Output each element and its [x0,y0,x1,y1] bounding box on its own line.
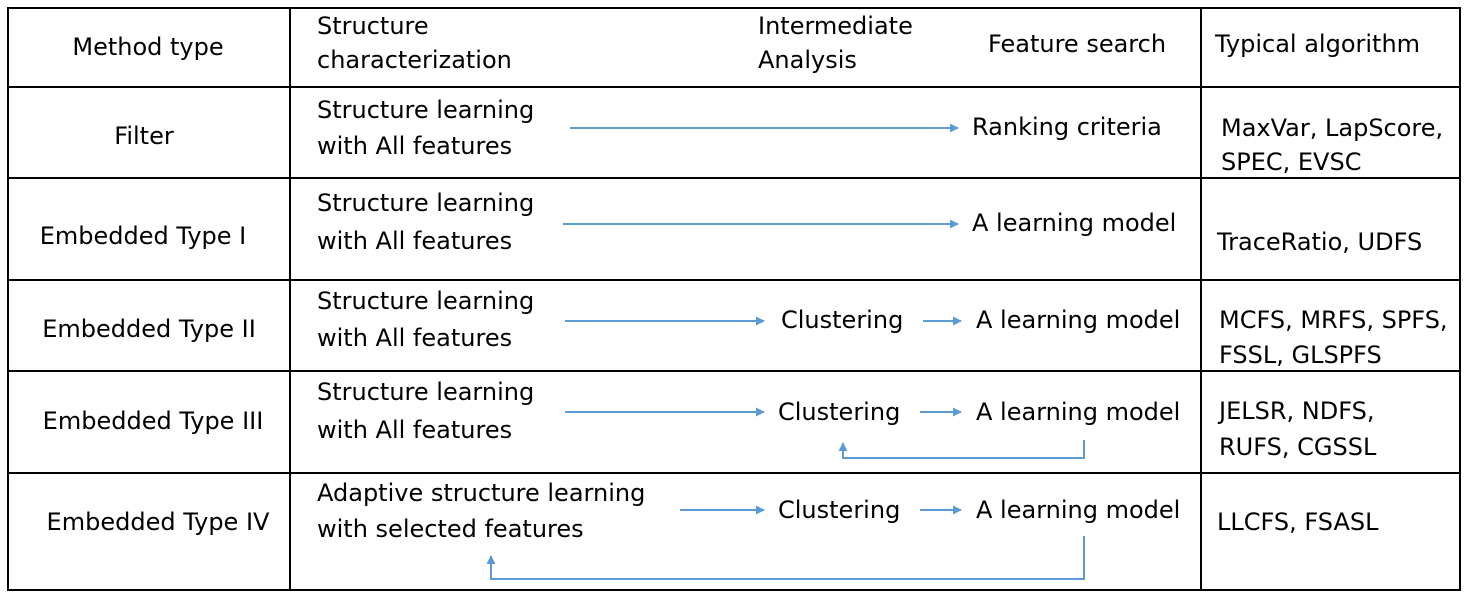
header-method-type: Method type [72,33,224,61]
row-structure-line1: Structure learning [317,189,535,217]
column-divider [289,7,291,591]
row-intermediate-label: Clustering [778,496,901,524]
row-algorithms-line1: MCFS, MRFS, SPFS, [1219,306,1448,334]
feedback-arrow-to-clustering [838,440,1085,459]
row-divider [7,177,1461,179]
row-search-label: A learning model [976,306,1181,334]
header-intermediate-line2: Analysis [758,46,857,74]
row-search-label: A learning model [976,398,1181,426]
header-typical-algorithm: Typical algorithm [1215,30,1421,58]
row-structure-line2: with All features [317,416,513,444]
row-divider [7,86,1461,88]
row-structure-line1: Structure learning [317,287,535,315]
row-structure-line2: with All features [317,227,513,255]
row-algorithms-line1: MaxVar, LapScore, [1221,114,1444,142]
row-search-label: A learning model [972,209,1177,237]
header-intermediate-line1: Intermediate [758,12,913,40]
row-algorithms-line1: TraceRatio, UDFS [1217,228,1423,256]
row-structure-line2: with All features [317,324,513,352]
row-divider [7,279,1461,281]
row-search-label: Ranking criteria [972,113,1162,141]
row-intermediate-label: Clustering [778,398,901,426]
row-algorithms-line1: LLCFS, FSASL [1217,508,1379,536]
row-method-label: Embedded Type IV [46,508,270,536]
row-method-label: Embedded Type III [42,407,264,435]
row-structure-line2: with All features [317,132,513,160]
row-method-label: Filter [114,122,174,150]
row-algorithms-line2: SPEC, EVSC [1221,148,1362,176]
table-right-border [1459,7,1461,591]
table-left-border [7,7,9,591]
row-structure-line1: Structure learning [317,378,535,406]
row-algorithms-line2: RUFS, CGSSL [1219,433,1377,461]
row-structure-line2: with selected features [317,515,584,543]
row-divider [7,370,1461,372]
row-structure-line1: Structure learning [317,96,535,124]
row-intermediate-label: Clustering [781,306,904,334]
column-divider [1200,7,1202,591]
row-method-label: Embedded Type I [39,222,247,250]
table-bottom-border [7,589,1461,591]
table-top-border [7,7,1461,9]
row-search-label: A learning model [976,496,1181,524]
row-structure-line1: Adaptive structure learning [317,479,646,507]
header-structure-line1: Structure [317,12,429,40]
row-algorithms-line2: FSSL, GLSPFS [1219,341,1382,369]
header-structure-line2: characterization [317,46,512,74]
row-divider [7,472,1461,474]
header-feature-search: Feature search [988,30,1167,58]
feedback-arrow-to-structure-learning [486,536,1085,580]
row-algorithms-line1: JELSR, NDFS, [1219,397,1375,425]
row-method-label: Embedded Type II [42,315,256,343]
